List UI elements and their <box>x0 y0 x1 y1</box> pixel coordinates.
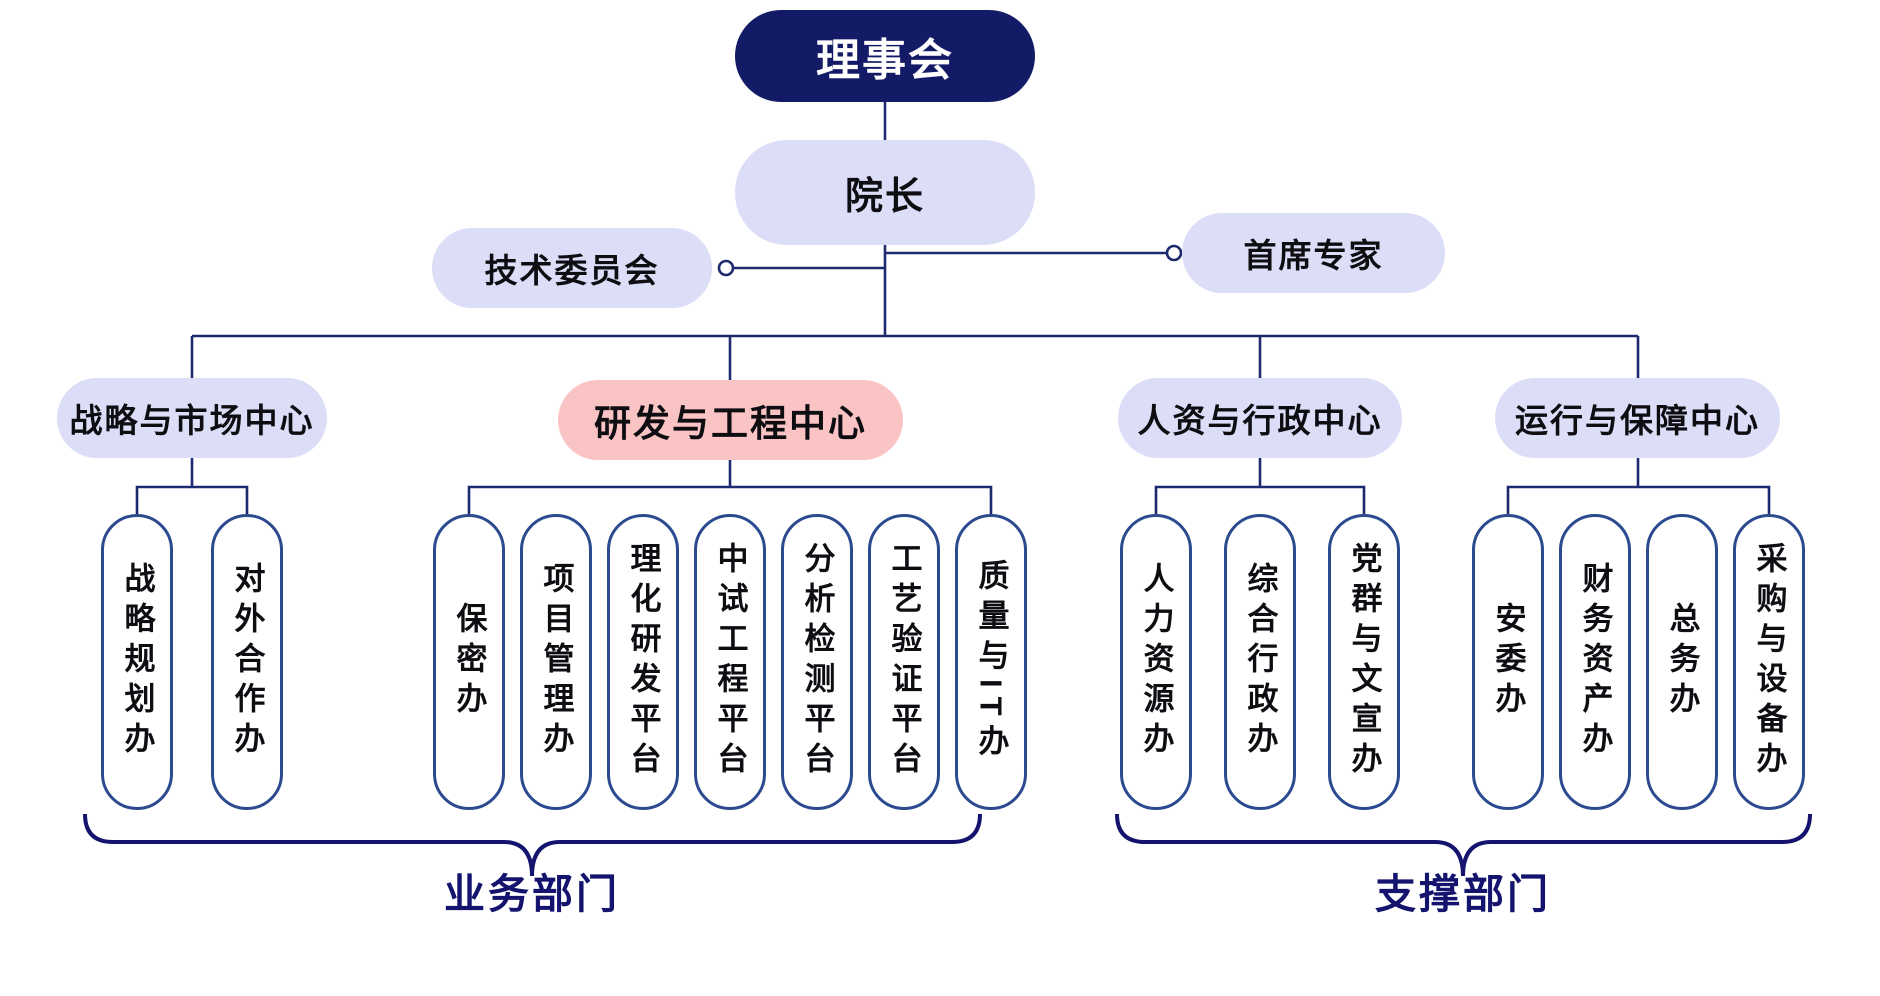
pill-quality-it-office: 质量与IT办 <box>955 514 1027 810</box>
pill-confidentiality-office: 保密办 <box>433 514 505 810</box>
business-departments-label: 业务部门 <box>444 871 620 917</box>
support-departments-label: 支撑部门 <box>1375 871 1551 917</box>
node-board: 理事会 <box>735 10 1035 102</box>
pill-pilot-engineering-platform: 中试工程平台 <box>694 514 766 810</box>
pill-physchem-rd-platform: 理化研发平台 <box>607 514 679 810</box>
pill-analysis-testing-platform: 分析检测平台 <box>781 514 853 810</box>
pill-safety-committee-office: 安委办 <box>1472 514 1544 810</box>
node-chief-expert: 首席专家 <box>1182 213 1445 293</box>
pill-general-affairs-office: 总务办 <box>1646 514 1718 810</box>
pill-party-publicity-office: 党群与文宣办 <box>1328 514 1400 810</box>
node-rd-engineering-center: 研发与工程中心 <box>558 380 903 460</box>
node-hr-admin-center: 人资与行政中心 <box>1118 378 1402 458</box>
pill-procurement-equipment-office: 采购与设备办 <box>1733 514 1805 810</box>
node-tech-committee: 技术委员会 <box>432 228 712 308</box>
pill-finance-assets-office: 财务资产办 <box>1559 514 1631 810</box>
pill-process-validation-platform: 工艺验证平台 <box>868 514 940 810</box>
node-strategy-market-center: 战略与市场中心 <box>57 378 327 458</box>
pill-general-admin-office: 综合行政办 <box>1224 514 1296 810</box>
node-president: 院长 <box>735 140 1035 245</box>
pill-human-resources-office: 人力资源办 <box>1120 514 1192 810</box>
tech-committee-connector-dot <box>717 259 735 277</box>
pill-external-cooperation-office: 对外合作办 <box>211 514 283 810</box>
chief-expert-connector-dot <box>1165 244 1183 262</box>
node-ops-support-center: 运行与保障中心 <box>1495 378 1780 458</box>
pill-strategy-planning-office: 战略规划办 <box>101 514 173 810</box>
pill-project-management-office: 项目管理办 <box>520 514 592 810</box>
